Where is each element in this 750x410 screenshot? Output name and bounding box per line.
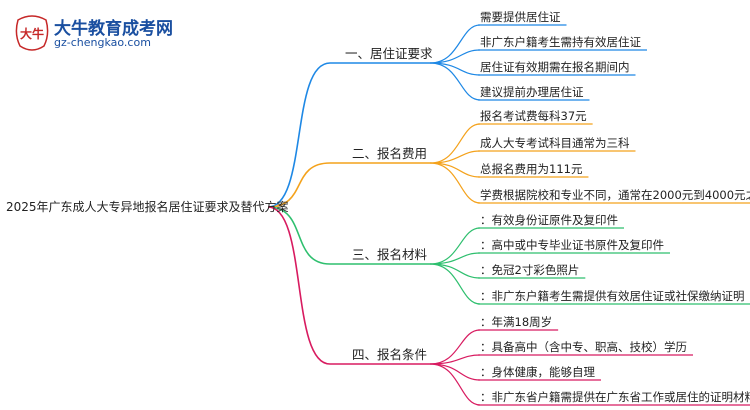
branch-4-item: ：身体健康，能够自理 [480, 365, 595, 379]
mindmap-root: 2025年广东成人大专异地报名居住证要求及替代方案 [6, 200, 289, 214]
root-to-branch-connector [267, 206, 331, 365]
logo-title: 大牛教育成考网 [54, 19, 173, 39]
branch-2-label: 二、报名费用 [352, 146, 428, 161]
branch-1-item: 建议提前办理居住证 [480, 85, 584, 99]
branch-to-leaf-connector [429, 162, 481, 178]
branch-to-leaf-connector [429, 62, 481, 76]
branch-to-leaf-connector [429, 363, 481, 406]
branch-to-leaf-connector [429, 263, 481, 305]
logo-mark-icon: 大牛 [15, 15, 49, 51]
branch-to-leaf-connector [429, 123, 481, 164]
branch-4-item: ：具备高中（含中专、职高、技校）学历 [480, 340, 687, 354]
root-to-branch-connector [267, 206, 331, 265]
root-to-branch-connector [267, 162, 331, 208]
branch-3-item: ：免冠2寸彩色照片 [480, 263, 580, 277]
site-logo[interactable]: 大牛 大牛教育成考网 gz-chengkao.com [14, 12, 214, 56]
branch-3-item: ：非广东户籍考生需提供有效居住证或社保缴纳证明 [480, 289, 745, 303]
branch-to-leaf-connector [429, 363, 481, 381]
branch-3-item: ：高中或中专毕业证书原件及复印件 [480, 238, 664, 252]
branch-to-leaf-connector [429, 227, 481, 265]
branch-1-label: 一、居住证要求 [345, 46, 433, 61]
branch-4-item: ：年满18周岁 [480, 315, 553, 329]
logo-url: gz-chengkao.com [54, 36, 151, 49]
branch-2-item: 成人大专考试科目通常为三科 [480, 136, 630, 150]
branch-2-item: 报名考试费每科37元 [480, 109, 587, 123]
branch-to-leaf-connector [429, 162, 481, 204]
branch-to-leaf-connector [429, 252, 481, 265]
branch-to-leaf-connector [429, 150, 481, 164]
branch-to-leaf-connector [429, 49, 481, 64]
root-to-branch-connector [267, 62, 331, 208]
branch-1-item: 需要提供居住证 [480, 10, 561, 24]
branch-3-label: 三、报名材料 [352, 247, 428, 262]
branch-4-label: 四、报名条件 [352, 347, 428, 362]
branch-1-item: 居住证有效期需在报名期间内 [480, 60, 630, 74]
branch-to-leaf-connector [429, 263, 481, 279]
branch-4-item: ：非广东省户籍需提供在广东省工作或居住的证明材料 [480, 390, 750, 404]
branch-2-item: 总报名费用为111元 [480, 162, 583, 176]
branch-to-leaf-connector [429, 62, 481, 101]
branch-1-item: 非广东户籍考生需持有效居住证 [480, 35, 641, 49]
branch-to-leaf-connector [429, 329, 481, 365]
branch-3-item: ：有效身份证原件及复印件 [480, 213, 618, 227]
logo-mark-text: 大牛 [20, 26, 44, 41]
branch-to-leaf-connector [429, 24, 481, 64]
branch-2-item: 学费根据院校和专业不同，通常在2000元到4000元之间 [480, 188, 750, 202]
